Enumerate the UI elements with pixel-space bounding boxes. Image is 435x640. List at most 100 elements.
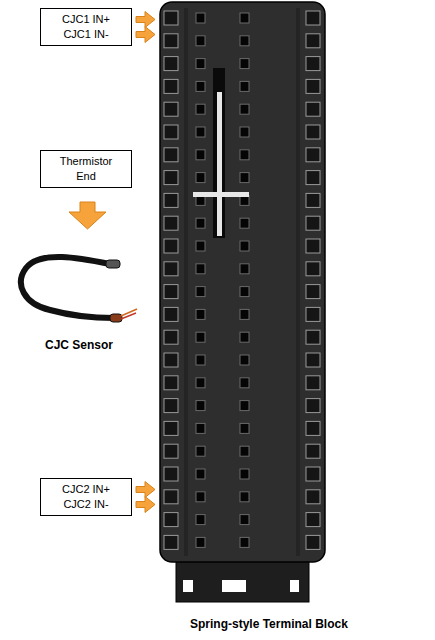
terminal-square bbox=[306, 376, 320, 390]
slider-slot bbox=[213, 68, 225, 238]
signal-name: Thermistor End bbox=[55, 154, 117, 184]
terminal-square bbox=[306, 171, 320, 185]
terminal-square bbox=[240, 515, 249, 525]
foot-slot bbox=[290, 580, 299, 592]
terminal-square bbox=[306, 307, 320, 321]
terminal-square bbox=[164, 353, 178, 367]
terminal-square bbox=[196, 104, 205, 114]
label-box: CJC2 IN+CJC2 IN- bbox=[40, 478, 132, 516]
terminal-square bbox=[306, 330, 320, 344]
block-groove bbox=[184, 8, 188, 556]
terminal-square bbox=[164, 239, 178, 253]
pointer-arrow bbox=[136, 497, 155, 513]
terminal-square bbox=[164, 148, 178, 162]
terminal-square bbox=[164, 467, 178, 481]
terminal-square bbox=[306, 102, 320, 116]
terminal-square bbox=[164, 399, 178, 413]
terminal-square bbox=[306, 148, 320, 162]
terminal-square bbox=[306, 11, 320, 25]
terminal-square bbox=[240, 492, 249, 502]
block-body bbox=[160, 2, 325, 562]
terminal-square bbox=[240, 423, 249, 433]
terminal-square bbox=[196, 515, 205, 525]
wire-lead bbox=[121, 309, 137, 316]
terminal-square bbox=[196, 81, 205, 91]
pointer-arrow bbox=[69, 202, 106, 229]
terminal-square bbox=[306, 125, 320, 139]
terminal-square bbox=[196, 264, 205, 274]
terminal-square bbox=[306, 444, 320, 458]
terminal-square bbox=[164, 421, 178, 435]
thermistor-tip bbox=[106, 260, 120, 268]
terminal-square bbox=[164, 125, 178, 139]
terminal-square bbox=[196, 36, 205, 46]
terminal-square bbox=[164, 490, 178, 504]
signal-name: CJC2 IN- bbox=[47, 497, 125, 512]
terminal-square bbox=[240, 287, 249, 297]
terminal-square bbox=[306, 513, 320, 527]
terminal-square bbox=[240, 59, 249, 69]
sensor-cable bbox=[21, 257, 114, 318]
terminal-square bbox=[306, 193, 320, 207]
terminal-square bbox=[164, 57, 178, 71]
terminal-square bbox=[240, 150, 249, 160]
terminal-square bbox=[240, 378, 249, 388]
terminal-square bbox=[196, 241, 205, 251]
label-box: CJC1 IN+CJC1 IN- bbox=[40, 8, 132, 46]
terminal-square bbox=[240, 309, 249, 319]
foot-slot bbox=[222, 580, 246, 592]
terminal-square bbox=[240, 104, 249, 114]
terminal-square bbox=[240, 469, 249, 479]
terminal-square bbox=[164, 444, 178, 458]
terminal-square bbox=[306, 79, 320, 93]
terminal-square bbox=[240, 218, 249, 228]
terminal-square bbox=[164, 193, 178, 207]
terminal-square bbox=[196, 127, 205, 137]
terminal-square bbox=[240, 355, 249, 365]
terminal-square bbox=[306, 535, 320, 549]
terminal-square bbox=[306, 353, 320, 367]
terminal-square bbox=[240, 537, 249, 547]
foot-slot bbox=[183, 580, 193, 592]
terminal-square bbox=[306, 216, 320, 230]
pointer-arrow bbox=[136, 12, 155, 28]
terminal-rows bbox=[164, 11, 320, 549]
terminal-square bbox=[196, 173, 205, 183]
terminal-square bbox=[240, 332, 249, 342]
terminal-square bbox=[306, 262, 320, 276]
signal-name: CJC1 IN- bbox=[47, 27, 125, 42]
terminal-square bbox=[240, 241, 249, 251]
sensor-caption: CJC Sensor bbox=[45, 338, 113, 352]
terminal-square bbox=[196, 401, 205, 411]
label-box: Thermistor End bbox=[40, 150, 132, 188]
terminal-square bbox=[164, 79, 178, 93]
terminal-square bbox=[196, 309, 205, 319]
signal-name: CJC2 IN+ bbox=[47, 482, 125, 497]
terminal-square bbox=[196, 492, 205, 502]
terminal-square bbox=[196, 537, 205, 547]
terminal-square bbox=[306, 34, 320, 48]
terminal-square bbox=[240, 13, 249, 23]
terminal-square bbox=[164, 513, 178, 527]
terminal-square bbox=[306, 285, 320, 299]
terminal-square bbox=[306, 467, 320, 481]
signal-name: CJC1 IN+ bbox=[47, 12, 125, 27]
terminal-square bbox=[240, 446, 249, 456]
terminal-square bbox=[164, 376, 178, 390]
terminal-square bbox=[196, 332, 205, 342]
terminal-square bbox=[164, 285, 178, 299]
cable-end bbox=[110, 314, 122, 322]
terminal-square bbox=[240, 173, 249, 183]
terminal-square bbox=[240, 401, 249, 411]
pointer-arrow bbox=[136, 482, 155, 498]
terminal-square bbox=[196, 218, 205, 228]
terminal-square bbox=[196, 59, 205, 69]
pointer-arrow bbox=[136, 27, 155, 43]
terminal-square bbox=[196, 378, 205, 388]
terminal-square bbox=[240, 264, 249, 274]
terminal-square bbox=[196, 150, 205, 160]
terminal-square bbox=[240, 81, 249, 91]
terminal-square bbox=[196, 446, 205, 456]
terminal-square bbox=[164, 307, 178, 321]
terminal-square bbox=[164, 11, 178, 25]
